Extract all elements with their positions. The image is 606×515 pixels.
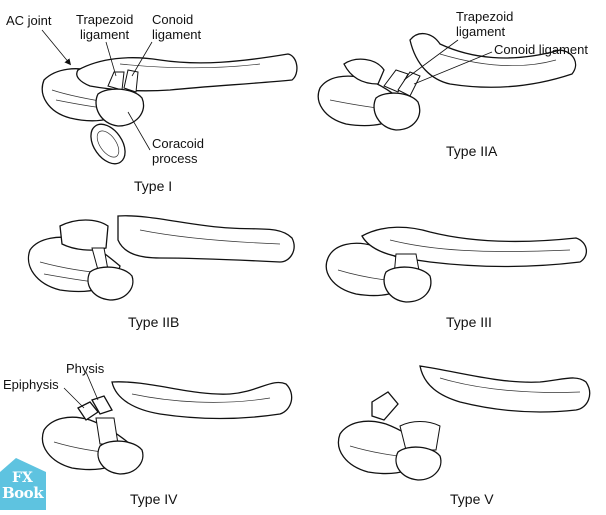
panel-type-4: [41, 371, 293, 475]
caption-type-4: Type IV: [130, 491, 178, 507]
label-coracoid-line2: process: [152, 151, 198, 166]
torn-ligament-type-5: [399, 421, 441, 451]
panel-type-1: [41, 29, 298, 165]
label-conoid-line1: Conoid: [152, 12, 194, 27]
label-trapezoid-iia-line1: Trapezoid: [456, 9, 514, 24]
fxbook-watermark-logo: FX Book: [0, 458, 46, 510]
label-conoid-line2: ligament: [152, 27, 202, 42]
label-coracoid-line1: Coracoid: [152, 136, 205, 151]
panel-type-3: [325, 226, 587, 303]
label-trapezoid-iia-line2: ligament: [456, 24, 506, 39]
clavicle-type-5: [419, 365, 591, 413]
caption-type-2a: Type IIA: [446, 143, 498, 159]
distal-acromion-fragment-type-5: [371, 391, 399, 421]
coracoid-type-3: [383, 266, 432, 303]
label-conoid-ligament-iia: Conoid ligament: [494, 42, 588, 57]
glenoid-type-1: [90, 123, 126, 165]
clavicle-type-3: [361, 226, 587, 268]
label-physis: Physis: [66, 361, 105, 376]
clavicle-type-2a: [409, 33, 577, 88]
distal-clavicle-fragment-type-2b: [59, 219, 109, 251]
caption-type-3: Type III: [446, 314, 492, 330]
coracoid-type-4: [97, 440, 144, 475]
watermark-line2: Book: [2, 484, 44, 502]
watermark-line1: FX: [12, 470, 33, 486]
physis-type-4: [91, 395, 113, 415]
coracoid-type-2b: [87, 266, 134, 301]
label-trapezoid-line1: Trapezoid: [76, 12, 134, 27]
label-ac-joint: AC joint: [6, 13, 52, 28]
coracoid-type-1: [95, 88, 145, 127]
ac-joint-arrow: [41, 29, 72, 66]
coracoid-type-5: [395, 446, 442, 481]
ligament-type-4: [95, 417, 119, 445]
caption-type-2b: Type IIB: [128, 314, 180, 330]
coracoid-type-2a: [373, 92, 421, 131]
caption-type-5: Type V: [450, 491, 494, 507]
conoid-ligament-type-2a: [397, 71, 421, 97]
panel-type-5: [337, 365, 591, 481]
label-epiphysis: Epiphysis: [3, 377, 59, 392]
panel-type-2b: [27, 215, 295, 301]
clavicle-type-4: [111, 381, 293, 420]
conoid-ligament-type-1: [123, 69, 139, 93]
trapezoid-ligament-type-2a: [383, 69, 409, 93]
label-trapezoid-line2: ligament: [80, 27, 130, 42]
panel-type-2a: [317, 33, 577, 131]
caption-type-1: Type I: [134, 178, 173, 194]
